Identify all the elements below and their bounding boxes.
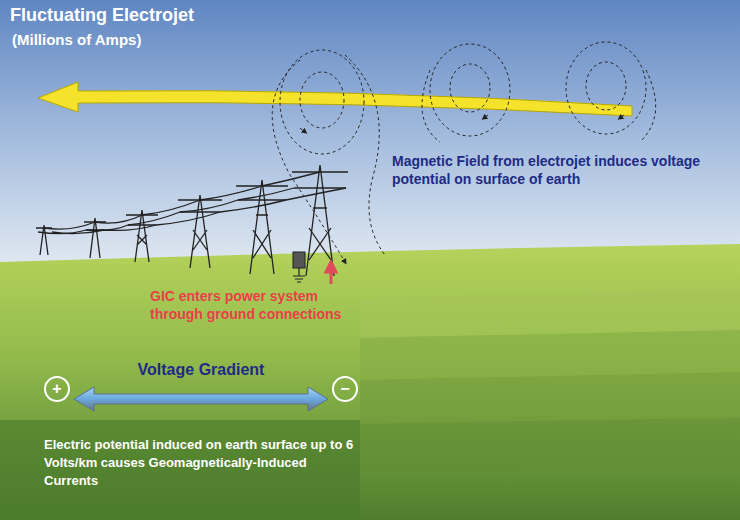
polarity-circle: − <box>332 376 358 402</box>
subtitle: (Millions of Amps) <box>12 31 141 48</box>
lower-left-ground <box>0 420 360 520</box>
power-towers <box>36 165 348 276</box>
ground <box>0 244 740 520</box>
electrojet-arrow <box>38 82 632 116</box>
title: Fluctuating Electrojet <box>10 5 194 26</box>
gradient-arrow <box>74 387 328 411</box>
field-note: Magnetic Field from electrojet induces v… <box>392 152 732 188</box>
polarity-sign: + <box>52 381 61 397</box>
polarity-sign: − <box>340 381 349 397</box>
gic-note: GIC enters power system through ground c… <box>150 287 365 323</box>
sky <box>0 0 740 270</box>
polarity-circle: + <box>44 376 70 402</box>
transformer <box>293 252 305 282</box>
potential-note: Electric potential induced on earth surf… <box>44 436 359 490</box>
strata <box>360 290 740 470</box>
gic-arrow <box>326 262 336 284</box>
edge-label: Voltage Gradient <box>138 361 265 379</box>
